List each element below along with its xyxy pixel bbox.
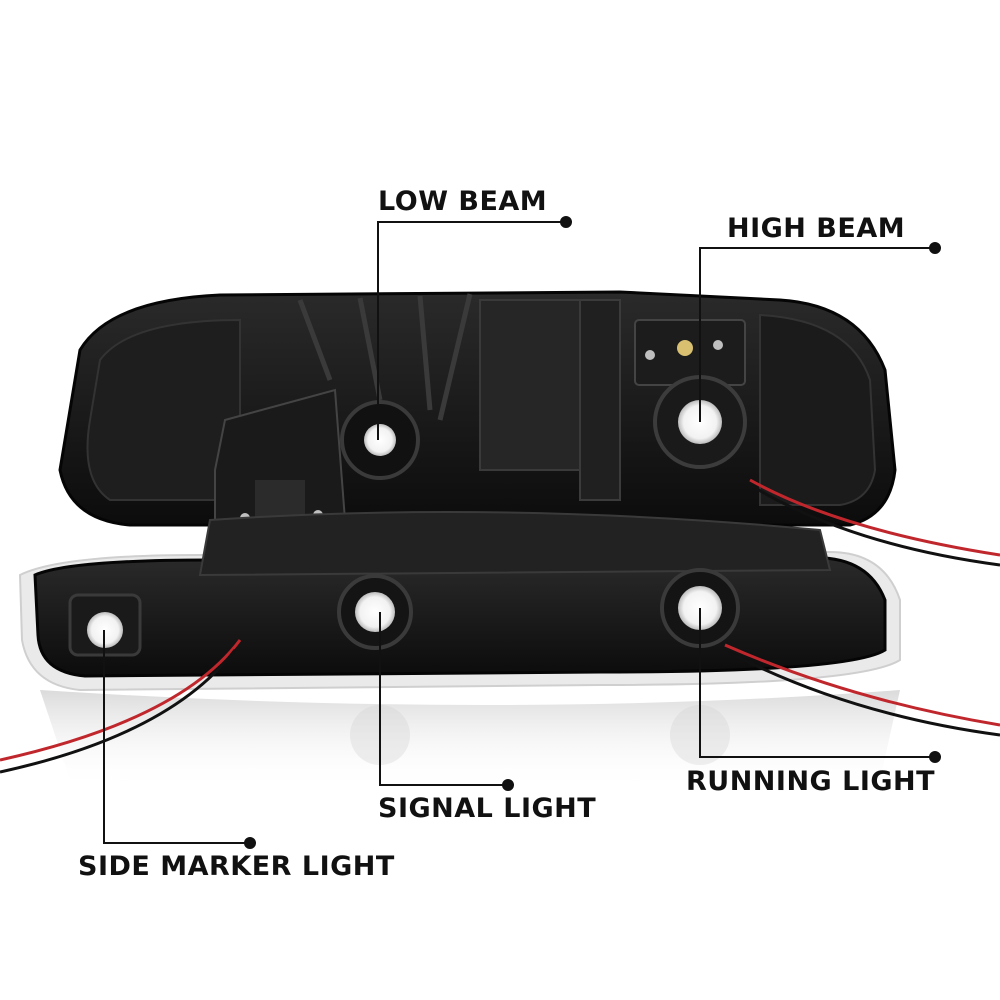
signal-light-socket: [337, 574, 413, 650]
signal-light-label: SIGNAL LIGHT: [378, 793, 597, 824]
wiring-harness: [0, 478, 1000, 774]
high-beam-label: HIGH BEAM: [727, 213, 906, 244]
side-marker-light-label: SIDE MARKER LIGHT: [78, 851, 395, 882]
low-beam-label: LOW BEAM: [378, 186, 548, 217]
running-light-label: RUNNING LIGHT: [686, 766, 936, 797]
leader-lines: [103, 216, 941, 849]
floor-reflection: [40, 690, 900, 790]
